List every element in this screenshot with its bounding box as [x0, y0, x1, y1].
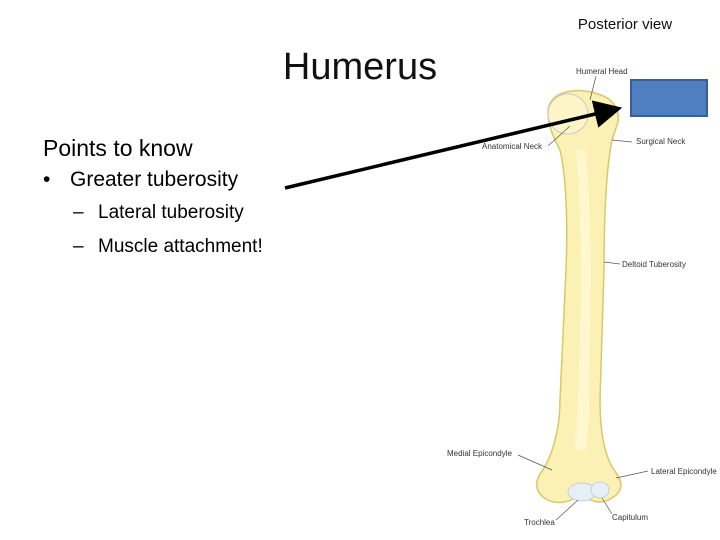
bullet-list: Points to know • Greater tuberosity –Late… [43, 132, 373, 264]
label-trochlea: Trochlea [524, 518, 555, 527]
pointer-arrow [284, 100, 623, 190]
bullet-item: • Greater tuberosity [43, 164, 373, 196]
label-anatomical-neck: Anatomical Neck [482, 142, 543, 151]
view-label: Posterior view [577, 16, 673, 33]
slide-title: Humerus [282, 46, 438, 88]
sub-bullet-text: Muscle attachment! [98, 236, 263, 257]
bullet-text: Greater tuberosity [70, 168, 239, 191]
label-humeral-head: Humeral Head [576, 67, 628, 76]
capitulum-shape [590, 481, 610, 499]
label-capitulum: Capitulum [612, 513, 648, 522]
label-deltoid-tuberosity: Deltoid Tuberosity [622, 260, 686, 269]
answer-box [630, 79, 708, 117]
sub-bullet-item: –Muscle attachment! [43, 230, 373, 264]
label-surgical-neck: Surgical Neck [636, 137, 686, 146]
bullet-marker: • [43, 168, 51, 191]
sub-bullet-marker: – [73, 236, 84, 257]
label-lateral-epicondyle: Lateral Epicondyle [651, 467, 717, 476]
leader-lines [517, 75, 649, 521]
label-medial-epicondyle: Medial Epicondyle [447, 449, 512, 458]
sub-bullet-marker: – [73, 202, 84, 223]
sub-bullet-item: –Lateral tuberosity [43, 196, 373, 230]
bone-highlight [574, 150, 591, 450]
bullet-heading: Points to know [43, 135, 193, 161]
sub-bullet-text: Lateral tuberosity [98, 202, 244, 223]
